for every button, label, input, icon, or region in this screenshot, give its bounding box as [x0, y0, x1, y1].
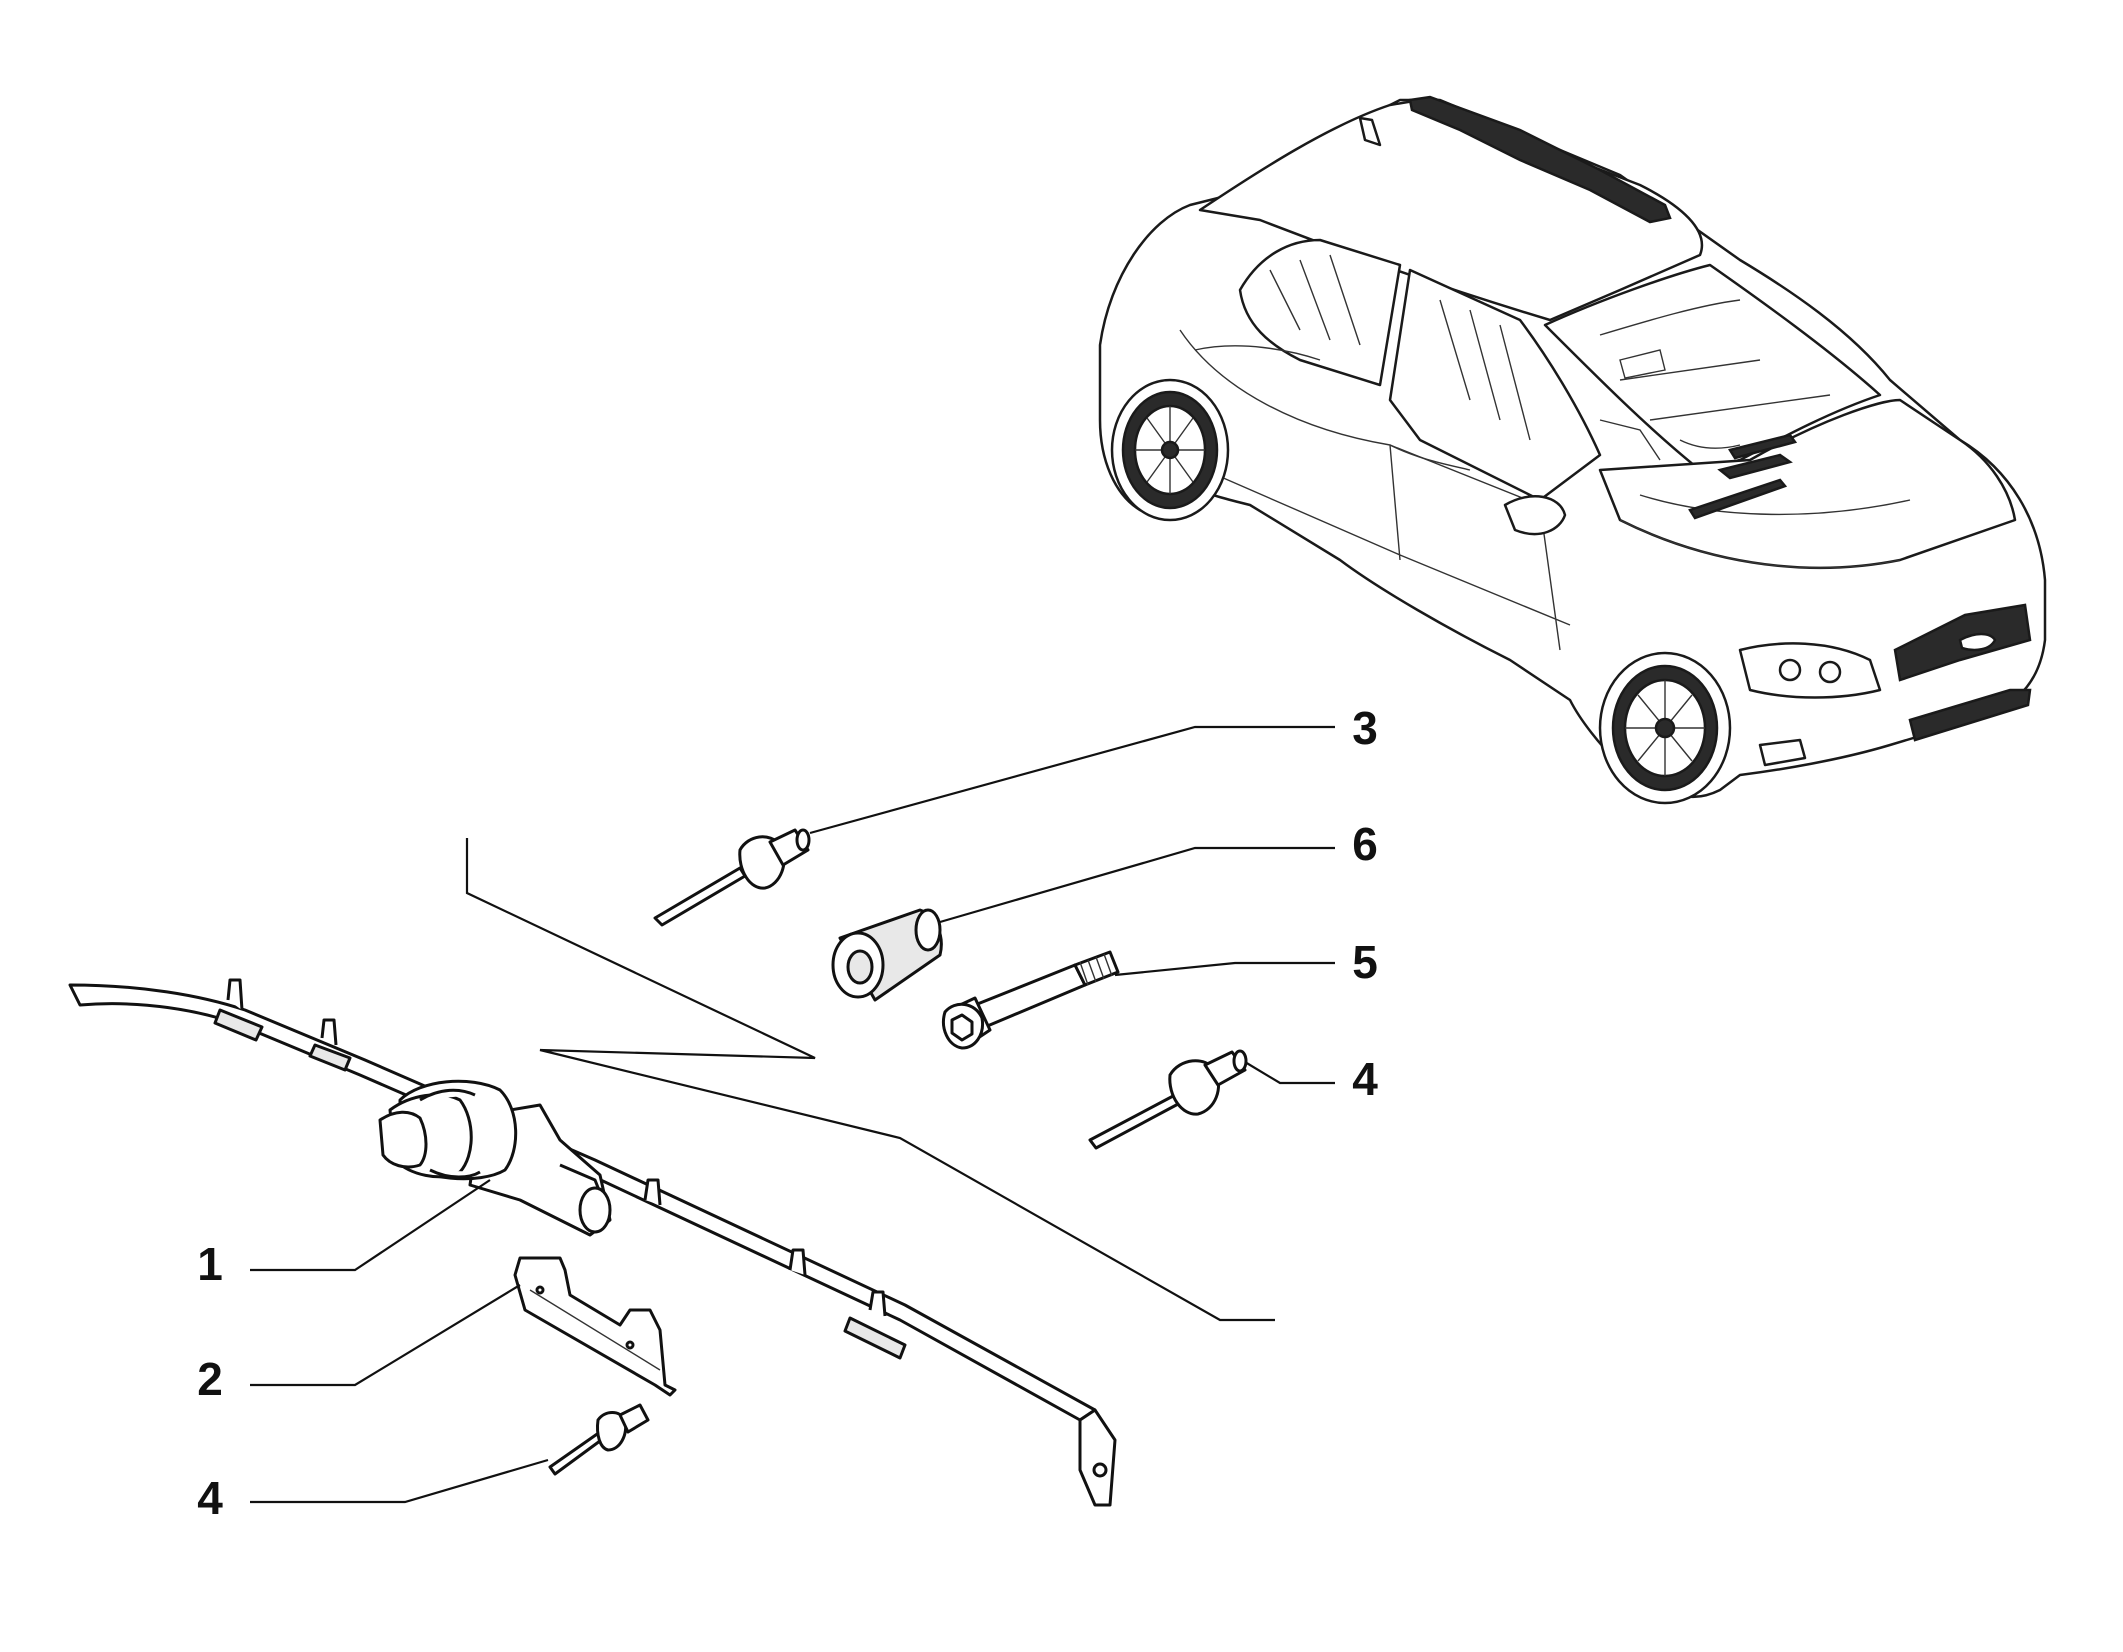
callout-3: 3 — [1352, 702, 1378, 754]
curtain-airbag-part — [68, 978, 1117, 1507]
callout-2: 2 — [197, 1353, 223, 1405]
front-wheel — [1598, 651, 1732, 805]
rivet-lower-part — [548, 1403, 650, 1476]
bolt-part — [942, 950, 1120, 1050]
nut-insert-part — [831, 908, 943, 1002]
callout-4-lower: 4 — [197, 1472, 223, 1524]
callout-4-upper: 4 — [1352, 1053, 1378, 1105]
callout-1: 1 — [197, 1238, 223, 1290]
rivet-4-upper-part — [1088, 1049, 1248, 1150]
callout-6: 6 — [1352, 818, 1378, 870]
callout-5: 5 — [1352, 936, 1378, 988]
callout-labels: 3 6 5 4 1 2 4 — [197, 702, 1378, 1524]
rivet-3-part — [653, 828, 811, 927]
leader-lines — [250, 725, 1335, 1504]
car-illustration — [1098, 95, 2047, 805]
rear-wheel — [1110, 378, 1230, 522]
bracket-part — [513, 1256, 677, 1397]
